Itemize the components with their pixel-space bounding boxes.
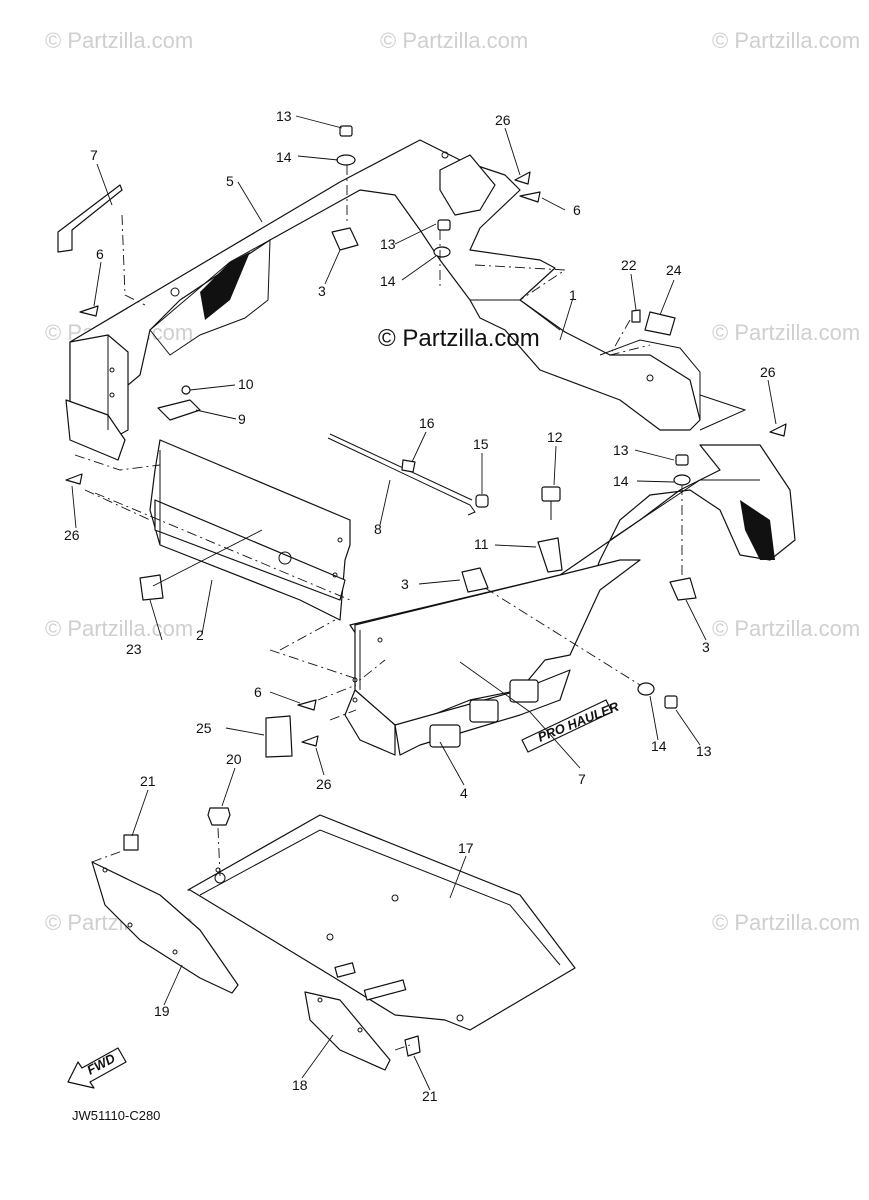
lower-body-box [344,559,641,756]
callout-18: 18 [292,1077,308,1093]
callout-26: 26 [495,112,511,128]
callout-13: 13 [380,236,396,252]
assembly-lines [74,165,683,1051]
callout-1: 1 [569,287,577,303]
callout-6: 6 [96,246,104,262]
callout-26: 26 [760,364,776,380]
callout-15: 15 [473,436,489,452]
callout-21: 21 [140,773,156,789]
callout-7: 7 [578,771,586,787]
callout-13: 13 [276,108,292,124]
callout-6: 6 [254,684,262,700]
watermark: © Partzilla.com [712,320,860,345]
callout-14: 14 [613,473,629,489]
callout-21: 21 [422,1088,438,1104]
callout-12: 12 [547,429,563,445]
callout-3: 3 [702,639,710,655]
push-rivets [123,807,421,1057]
decal-text: PRO HAULER [536,698,622,744]
callout-23: 23 [126,641,142,657]
callout-14: 14 [276,149,292,165]
rear-body-panel [69,139,747,431]
callout-19: 19 [154,1003,170,1019]
callout-25: 25 [196,720,212,736]
watermark: © Partzilla.com [380,28,528,53]
callout-20: 20 [226,751,242,767]
callout-11: 11 [474,536,489,552]
callout-3: 3 [401,576,409,592]
leader-lines [71,115,777,1091]
callouts: 13 14 5 7 26 6 13 14 3 22 24 1 6 10 9 26… [64,108,776,1104]
callout-2: 2 [196,627,204,643]
side-plate-left [91,861,239,994]
decal [57,184,123,253]
callout-17: 17 [458,840,474,856]
callout-9: 9 [238,411,246,427]
left-side-panel [65,334,129,461]
watermark: © Partzilla.com [712,910,860,935]
callout-10: 10 [238,376,254,392]
fwd-arrow-icon: FWD [67,1047,127,1089]
small-parts [65,125,787,747]
callout-26: 26 [316,776,332,792]
callout-22: 22 [621,257,637,273]
diagram-code: JW51110-C280 [72,1108,160,1123]
callout-16: 16 [419,415,435,431]
watermark: © Partzilla.com [712,616,860,641]
watermark: © Partzilla.com [45,616,193,641]
callout-13: 13 [613,442,629,458]
floor-mat [187,814,576,1031]
side-plate-right [304,991,391,1071]
callout-4: 4 [460,785,468,801]
gate-panel [149,439,351,621]
watermark: © Partzilla.com [712,28,860,53]
callout-8: 8 [374,521,382,537]
callout-5: 5 [226,173,234,189]
callout-14: 14 [651,738,667,754]
callout-14: 14 [380,273,396,289]
callout-3: 3 [318,283,326,299]
callout-24: 24 [666,262,682,278]
callout-7: 7 [90,147,98,163]
watermark: © Partzilla.com [45,28,193,53]
callout-26: 26 [64,527,80,543]
callout-13: 13 [696,743,712,759]
labels [139,309,676,758]
callout-6: 6 [573,202,581,218]
center-watermark: © Partzilla.com [378,325,540,352]
rod [327,433,476,516]
